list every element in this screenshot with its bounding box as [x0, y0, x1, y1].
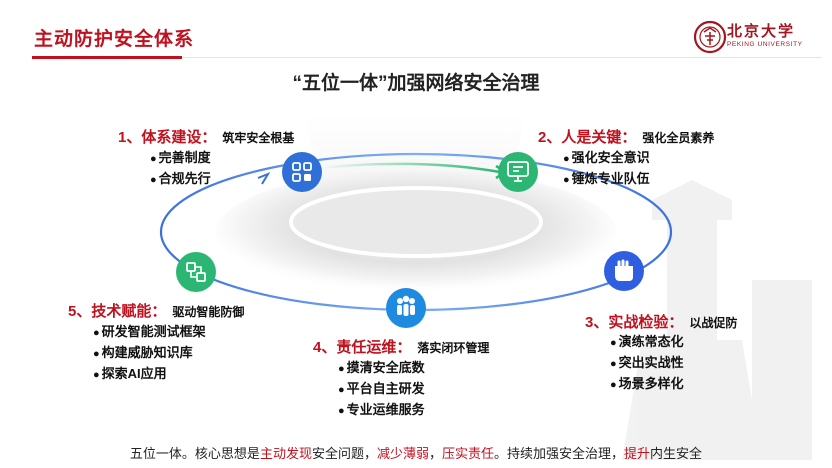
fist-icon — [604, 251, 644, 291]
list-item: 强化安全意识 — [563, 148, 650, 169]
summary-caption: 五位一体。核心思想是主动发现安全问题，减少薄弱，压实责任。持续加强安全治理，提升… — [0, 443, 832, 462]
step-5-bullets: 研发智能测试框架 构建威胁知识库 探索AI应用 — [93, 322, 206, 385]
list-item: 突出实战性 — [610, 353, 684, 374]
grid-apps-icon — [282, 152, 322, 192]
list-item: 完善制度 — [150, 148, 211, 169]
caption-text: ， — [428, 446, 442, 461]
step-4-subtitle: 落实闭环管理 — [417, 341, 490, 355]
step-3-bullets: 演练常态化 突出实战性 场景多样化 — [610, 332, 684, 395]
university-name: 北京大学 — [727, 22, 796, 40]
monitor-icon — [498, 152, 538, 192]
step-4-heading: 4、责任运维： — [313, 339, 412, 356]
list-item: 场景多样化 — [610, 374, 684, 395]
list-item: 演练常态化 — [610, 332, 684, 353]
caption-text: 五位一体。核心思想是 — [129, 446, 260, 461]
page-title: 主动防护安全体系 — [34, 29, 195, 50]
university-name-en: PEKING UNIVERSITY — [727, 41, 803, 48]
step-2-subtitle: 强化全员素养 — [642, 131, 715, 145]
step-2-heading: 2、人是关键： — [538, 129, 637, 146]
caption-highlight: 压实责任 — [442, 446, 495, 461]
step-5-subtitle: 驱动智能防御 — [172, 305, 245, 319]
team-icon — [386, 288, 426, 328]
caption-highlight: 主动发现 — [259, 446, 312, 461]
header-divider — [182, 57, 822, 58]
list-item: 平台自主研发 — [338, 379, 425, 400]
step-3-title: 3、实战检验： 以战促防 — [585, 311, 737, 332]
step-4-title: 4、责任运维： 落实闭环管理 — [313, 336, 489, 357]
step-1-heading: 1、体系建设： — [118, 129, 217, 146]
list-item: 研发智能测试框架 — [93, 322, 206, 343]
step-3-heading: 3、实战检验： — [585, 314, 684, 331]
step-2-title: 2、人是关键： 强化全员素养 — [538, 126, 714, 147]
dish-inner — [289, 186, 543, 258]
orbit-arrowhead-left — [257, 171, 271, 185]
network-icon — [176, 252, 216, 292]
caption-highlight: 提升 — [624, 446, 651, 461]
step-4-bullets: 摸清安全底数 平台自主研发 专业运维服务 — [338, 358, 425, 421]
university-seal-icon — [693, 20, 727, 54]
step-3-subtitle: 以战促防 — [689, 316, 738, 330]
list-item: 合规先行 — [150, 169, 211, 190]
step-1-title: 1、体系建设： 筑牢安全根基 — [118, 126, 294, 147]
caption-highlight: 减少薄弱 — [376, 446, 429, 461]
caption-text: 内生安全 — [650, 446, 703, 461]
list-item: 专业运维服务 — [338, 400, 425, 421]
orbit-arrow-arc — [319, 162, 501, 174]
step-1-subtitle: 筑牢安全根基 — [222, 131, 295, 145]
list-item: 锤炼专业队伍 — [563, 169, 650, 190]
step-5-heading: 5、技术赋能： — [68, 303, 167, 320]
title-underline — [32, 56, 182, 59]
caption-text: 。持续加强安全治理， — [494, 446, 625, 461]
step-5-title: 5、技术赋能： 驱动智能防御 — [68, 300, 244, 321]
list-item: 摸清安全底数 — [338, 358, 425, 379]
caption-text: 安全问题， — [311, 446, 377, 461]
list-item: 探索AI应用 — [93, 364, 206, 385]
diagram-title: “五位一体”加强网络安全治理 — [292, 73, 540, 94]
list-item: 构建威胁知识库 — [93, 343, 206, 364]
step-2-bullets: 强化安全意识 锤炼专业队伍 — [563, 148, 650, 190]
step-1-bullets: 完善制度 合规先行 — [150, 148, 211, 190]
